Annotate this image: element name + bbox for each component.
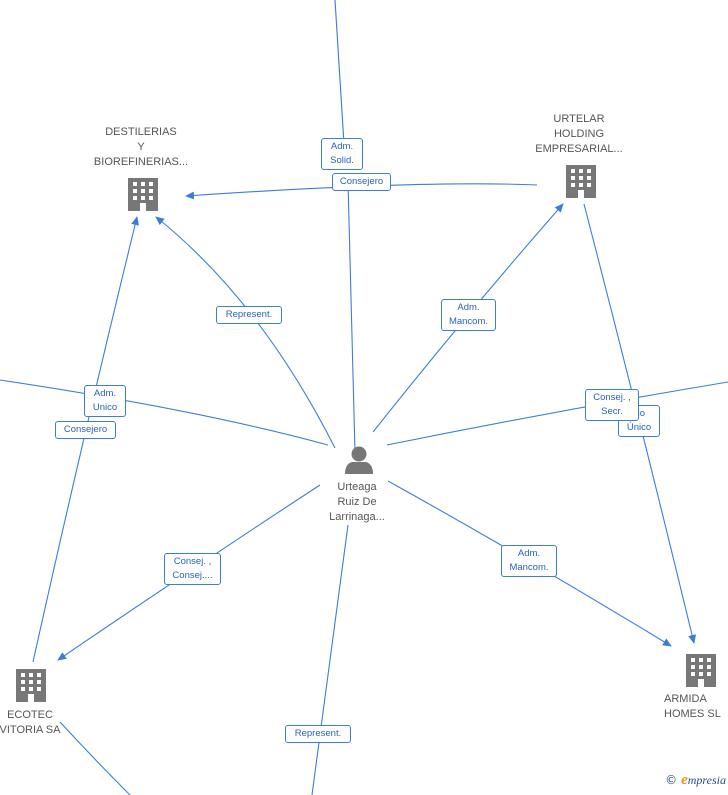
edge-represent-destilerias xyxy=(155,216,336,449)
empresia-logo: ©empresia xyxy=(665,772,726,788)
building-icon xyxy=(16,669,46,702)
edge-label-consejero-top: Consejero xyxy=(332,173,391,191)
edge-label-adm-mancom-bottom: Adm. Mancom. xyxy=(501,545,557,577)
edge-label-socio-unico: cio Único xyxy=(618,405,660,437)
edge-label-consej-secr: Consej. , Secr. xyxy=(585,389,639,421)
edge-label-represent-bottom: Represent. xyxy=(285,725,351,743)
node-label-armida[interactable]: ARMIDA HOMES SL xyxy=(664,693,721,720)
edge-label-adm-unico: Adm. Unico xyxy=(84,385,126,417)
edge-label-adm-mancom-top: Adm. Mancom. xyxy=(441,299,496,331)
edge-right-offscreen xyxy=(386,381,728,446)
edge-label-adm-solid: Adm. Solid. xyxy=(321,138,363,170)
edge-center-bottom xyxy=(311,524,349,795)
node-label-ecotec[interactable]: ECOTEC VITORIA SA xyxy=(0,709,61,736)
building-icon xyxy=(128,178,158,211)
edge-label-consejero-left: Consejero xyxy=(55,421,116,439)
person-icon xyxy=(345,446,373,474)
copyright-icon: © xyxy=(665,773,678,787)
edge-center-up xyxy=(347,181,356,453)
node-label-destilerias[interactable]: DESTILERIAS Y BIOREFINERIAS... xyxy=(93,126,189,168)
building-icon xyxy=(686,654,716,687)
edge-ecotec-bottom xyxy=(59,721,131,795)
edge-left-offscreen xyxy=(0,379,329,446)
edge-top-offscreen xyxy=(334,0,346,161)
building-icon xyxy=(566,165,596,198)
node-label-urtelar[interactable]: URTELAR HOLDING EMPRESARIAL... xyxy=(535,113,623,155)
node-label-center[interactable]: Urteaga Ruiz De Larrinaga... xyxy=(329,481,385,523)
edge-label-consej-consej: Consej. , Consej.... xyxy=(164,553,221,585)
edge-ecotec-destilerias xyxy=(32,216,139,663)
edge-label-represent-left: Represent. xyxy=(216,306,282,324)
